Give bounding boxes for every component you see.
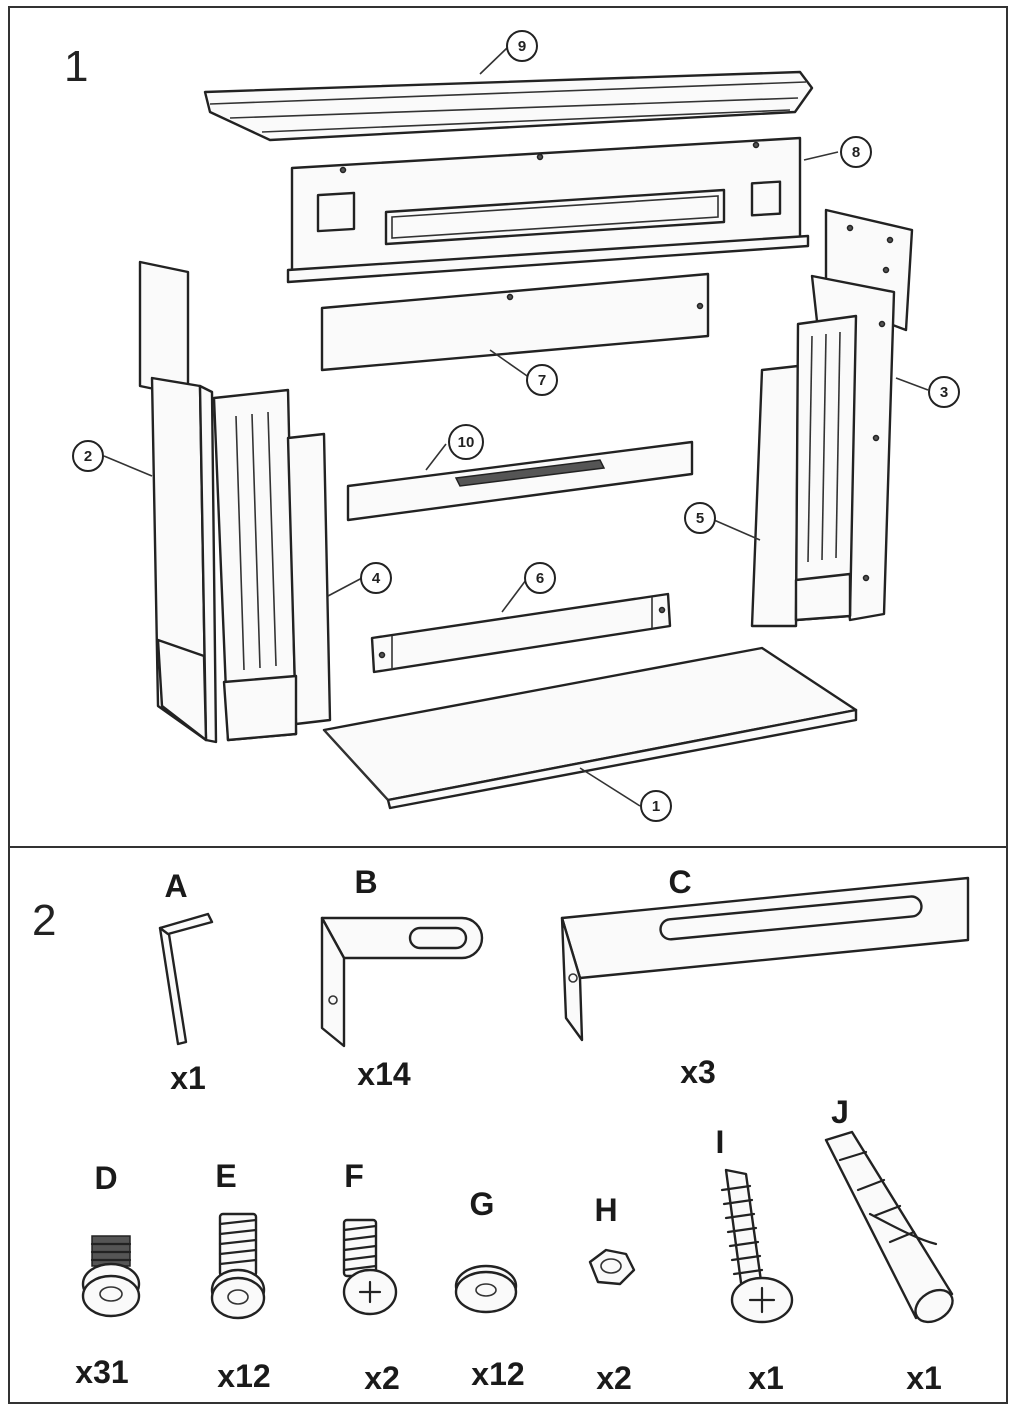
callout-3: 3	[928, 376, 960, 408]
hardware-i-wood-screw-icon	[720, 1168, 794, 1324]
callout-7: 7	[526, 364, 558, 396]
part-9-mantel-shelf	[203, 70, 814, 142]
hardware-d-cap-screw-icon	[81, 1235, 141, 1318]
callout-1: 1	[640, 790, 672, 822]
hardware-c-long-bracket-icon	[560, 876, 970, 1042]
part-10-cross-board	[346, 440, 694, 522]
hardware-a-hex-key-icon	[158, 912, 214, 1046]
quantity-a: x1	[170, 1060, 206, 1096]
hardware-j-wall-anchor-icon	[824, 1130, 954, 1324]
quantity-j: x1	[906, 1360, 942, 1396]
panel-divider	[8, 846, 1008, 848]
hardware-e-bolt-icon	[210, 1212, 266, 1320]
part-7-inner-panel	[320, 272, 710, 372]
hardware-label-e: E	[215, 1158, 237, 1194]
callout-9: 9	[506, 30, 538, 62]
quantity-h: x2	[596, 1360, 632, 1396]
hardware-f-phillips-screw-icon	[342, 1218, 398, 1316]
callout-5: 5	[684, 502, 716, 534]
hardware-label-c: C	[668, 864, 692, 900]
quantity-i: x1	[748, 1360, 784, 1396]
hardware-g-washer-icon	[454, 1264, 518, 1314]
svg-text:1: 1	[652, 798, 660, 815]
quantity-f: x2	[364, 1360, 400, 1396]
hardware-label-i: I	[715, 1124, 725, 1160]
hardware-label-f: F	[344, 1158, 364, 1194]
svg-text:4: 4	[372, 570, 381, 587]
hardware-b-l-bracket-icon	[320, 916, 484, 1048]
quantity-g: x12	[471, 1356, 525, 1392]
panel-1-number: 1	[64, 42, 89, 91]
callout-leaders	[103, 47, 929, 807]
part-6-lower-rail	[370, 592, 672, 674]
callout-10: 10	[448, 424, 484, 460]
hardware-label-j: J	[831, 1094, 849, 1130]
part-8-header-panel	[286, 136, 810, 284]
quantity-e: x12	[217, 1358, 271, 1394]
part-1-base-board	[322, 646, 858, 810]
callout-4: 4	[360, 562, 392, 594]
hardware-label-h: H	[594, 1192, 618, 1228]
hardware-label-g: G	[469, 1186, 495, 1222]
svg-text:8: 8	[852, 144, 860, 161]
svg-text:5: 5	[696, 510, 704, 527]
svg-text:6: 6	[536, 570, 544, 587]
callout-2: 2	[72, 440, 104, 472]
hardware-label-b: B	[354, 864, 378, 900]
panel-2-number: 2	[32, 896, 57, 945]
svg-text:7: 7	[538, 372, 546, 389]
callout-6: 6	[524, 562, 556, 594]
instruction-sheet-frame	[8, 6, 1008, 1404]
svg-text:9: 9	[518, 38, 526, 55]
quantity-c: x3	[680, 1054, 716, 1090]
part-5-right-pilaster	[750, 314, 858, 628]
quantity-b: x14	[357, 1056, 411, 1092]
quantity-d: x31	[75, 1354, 129, 1390]
part-2-left-side	[138, 260, 218, 744]
hardware-label-d: D	[94, 1160, 118, 1196]
hardware-label-a: A	[164, 868, 188, 904]
svg-text:10: 10	[458, 434, 475, 451]
part-4-left-pilaster	[212, 388, 332, 742]
callout-8: 8	[840, 136, 872, 168]
svg-text:2: 2	[84, 448, 92, 465]
svg-text:3: 3	[940, 384, 948, 401]
hardware-h-hex-nut-icon	[588, 1248, 636, 1286]
